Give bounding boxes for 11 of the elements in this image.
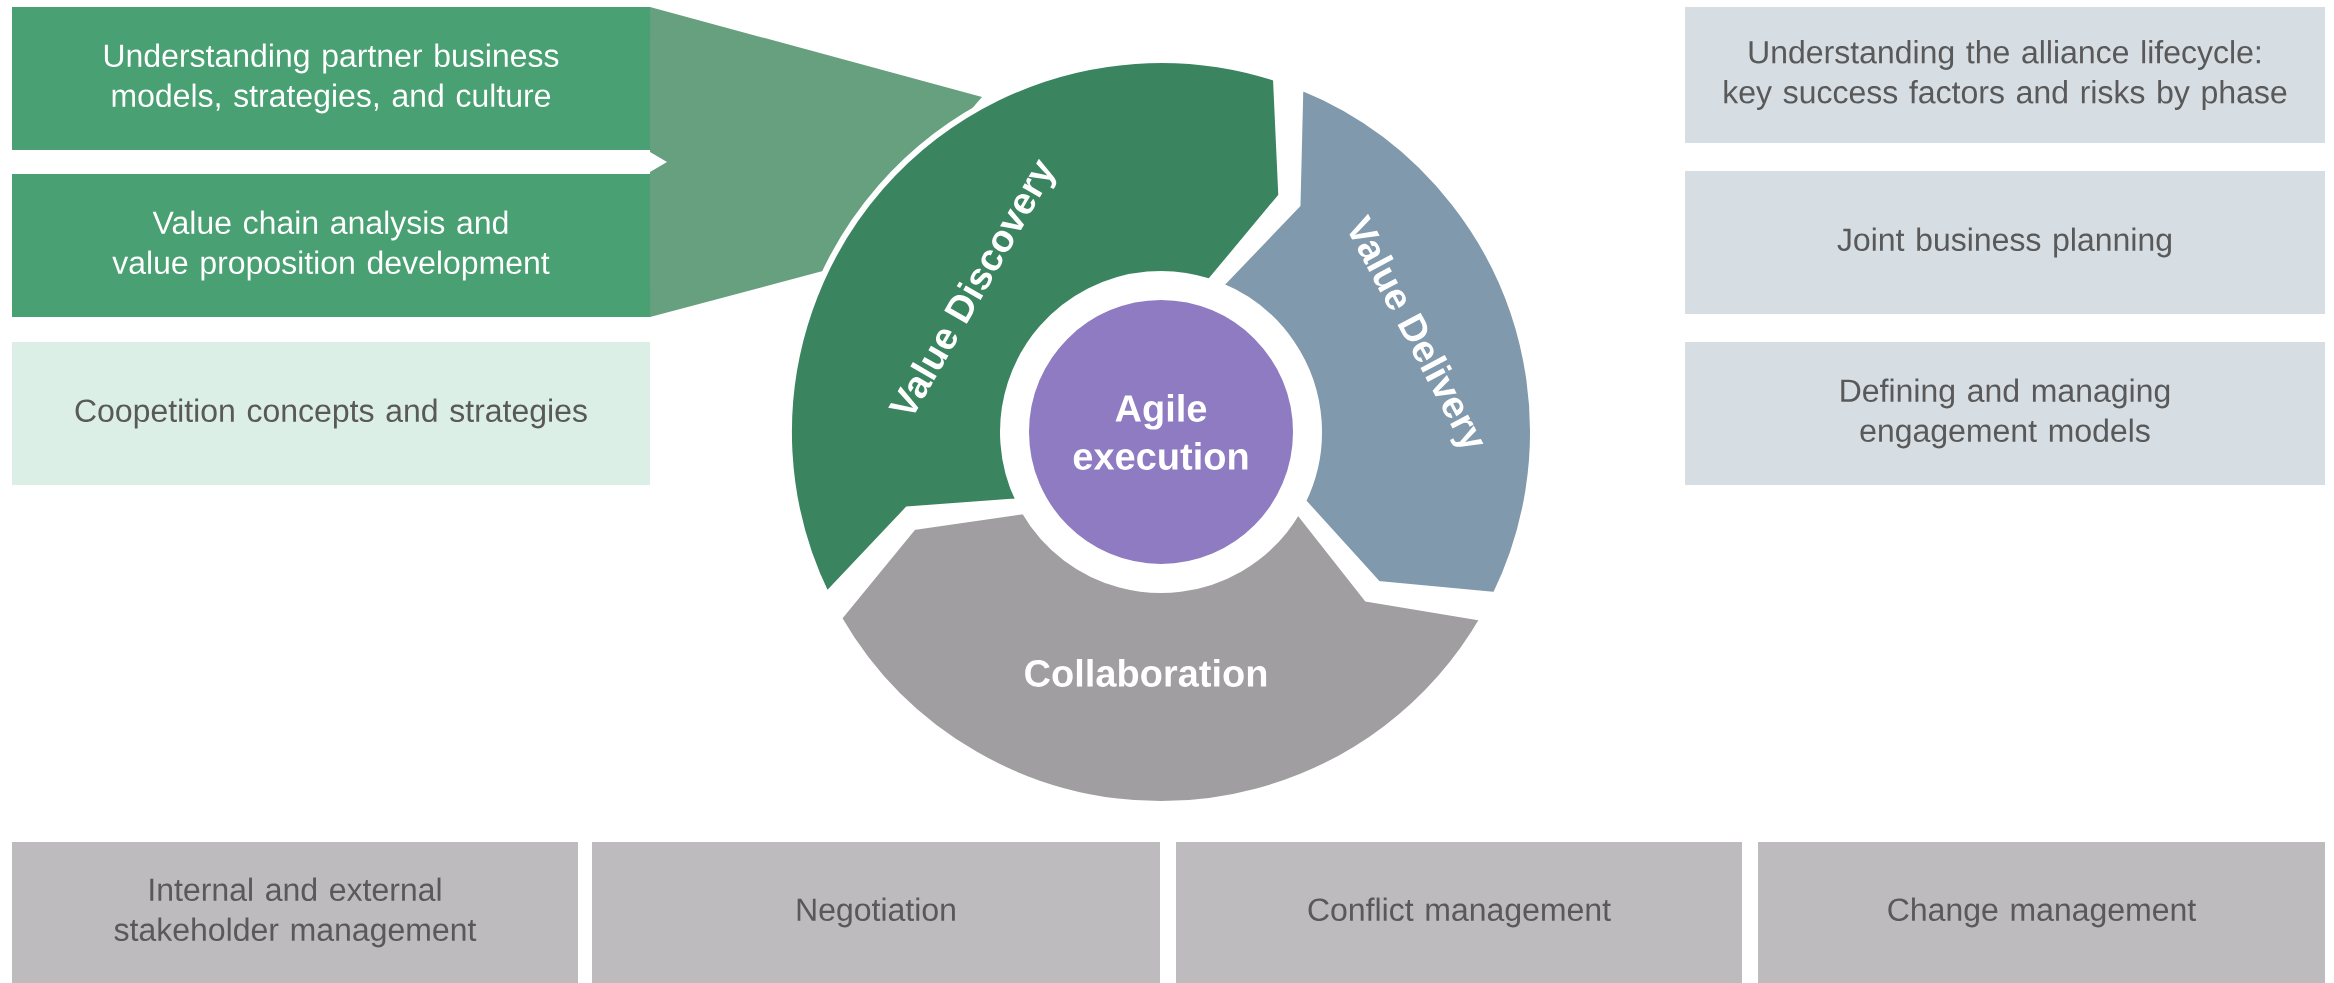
topic-box: Conflict management (1176, 842, 1742, 983)
topic-box: Joint business planning (1685, 171, 2325, 314)
cycle-segment: Collaboration (835, 508, 1487, 808)
topic-box: Value chain analysis and value proposition development (12, 174, 650, 317)
topic-box: Negotiation (592, 842, 1160, 983)
topic-box: Understanding the alliance lifecycle: key success factors and risks by phase (1685, 7, 2325, 143)
topic-box: Change management (1758, 842, 2325, 983)
topic-box: Understanding partner business models, strategies, and culture (12, 7, 650, 150)
topic-box: Coopetition concepts and strategies (12, 342, 650, 485)
topic-box: Defining and managing engagement models (1685, 342, 2325, 485)
topic-box: Internal and external stakeholder management (12, 842, 578, 983)
